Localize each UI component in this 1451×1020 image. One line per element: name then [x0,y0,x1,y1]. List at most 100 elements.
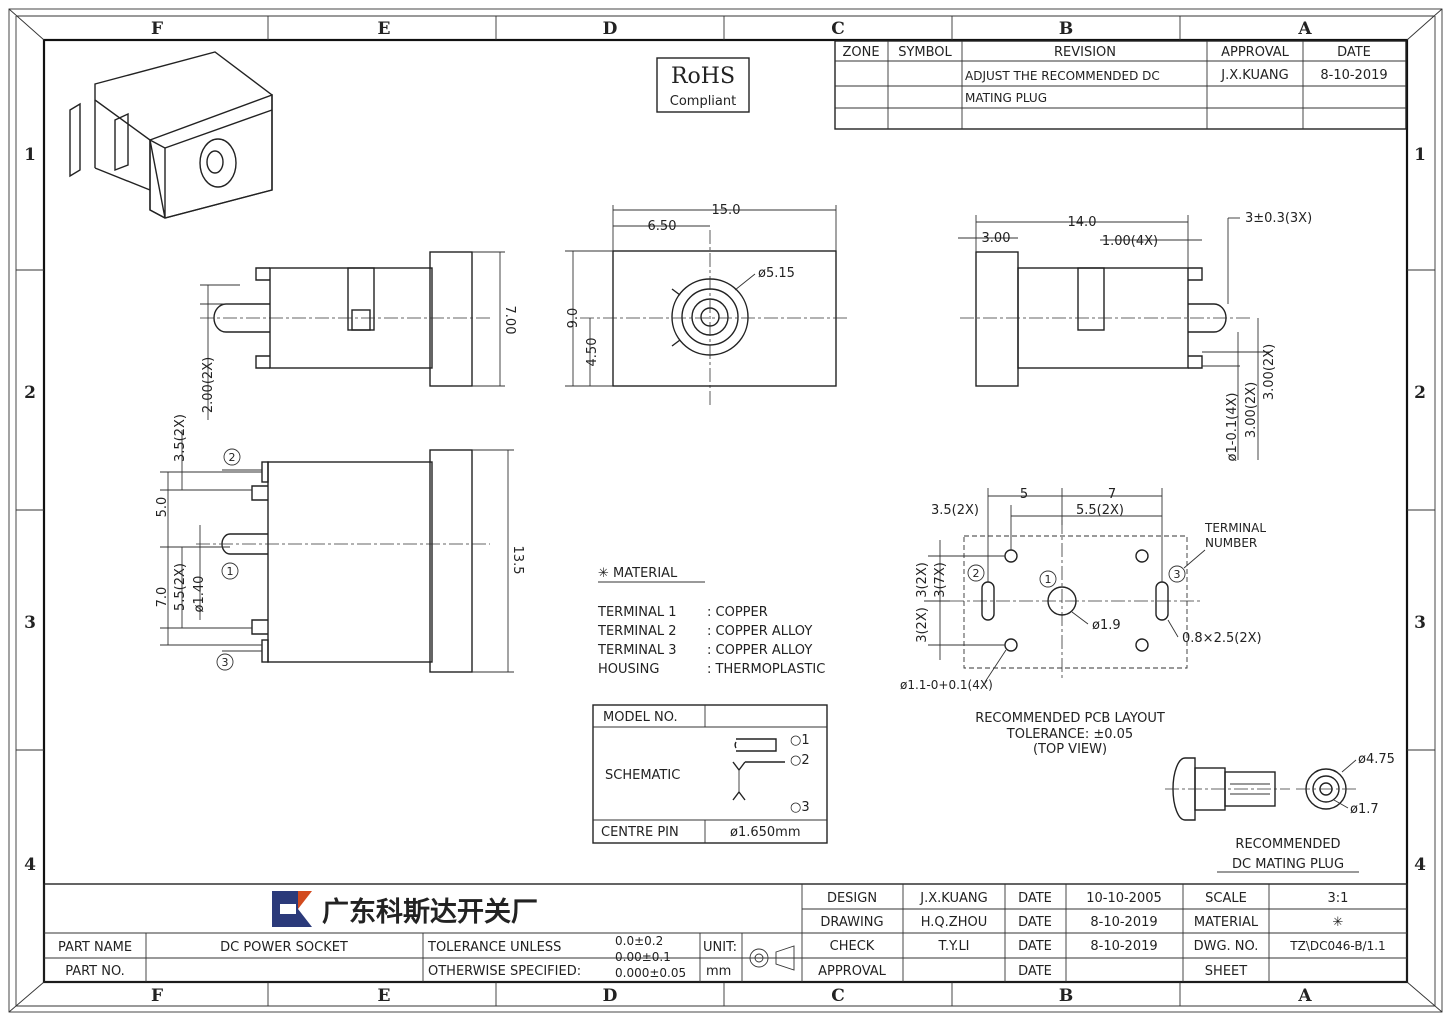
schematic-model-label: MODEL NO. [603,710,678,725]
schematic-label: SCHEMATIC [605,768,680,783]
pin-2-marker [223,448,241,466]
dim-front-515: ø5.15 [758,266,795,281]
zone-row-right: 3 [1414,613,1426,633]
pin-1-marker [221,562,239,580]
side-view-top: 7.00 2.00(2X) [200,251,517,420]
zone-col-top: D [603,19,618,39]
schematic-symbol-3 [732,790,746,801]
pcb-pin-3-marker [1168,565,1186,583]
zone-row-left: 2 [24,383,36,403]
zone-labels: F E D C B A F E D C B A 1 2 3 4 1 2 3 4 [24,19,1426,1006]
mating-plug: ø4.75 ø1.7 RECOMMENDED DC MATING PLUG [1165,752,1395,873]
unit-value: mm [706,964,731,979]
material-value: : THERMOPLASTIC [707,662,825,677]
material-part: TERMINAL 1 [597,605,677,620]
check-name: T.Y.LI [937,939,969,954]
pin-3-label: 3 [222,656,229,669]
part-name-label: PART NAME [58,940,132,955]
dim-pcb-19: ø1.9 [1092,618,1121,633]
schematic-pin3: ○3 [790,800,810,815]
material-part: HOUSING [598,662,659,677]
rev-header-date: DATE [1337,45,1371,60]
pcb-center-hole [1047,586,1077,616]
bottom-view: 13.5 3.5(2X) 5.0 7.0 5.5(2X) ø1.40 2 1 3 [155,414,525,673]
dim-bot-140: ø1.40 [192,576,207,613]
pin-3-marker [216,653,234,671]
tolerance-label-1: TOLERANCE UNLESS [427,940,561,955]
rev-row1-approval: J.X.KUANG [1220,68,1288,83]
dim-bot-50: 5.0 [155,497,170,518]
rev-row1-date: 8-10-2019 [1320,68,1387,83]
front-view: 15.0 6.50 9.0 4.50 ø5.15 [565,203,850,405]
check-label: CHECK [830,939,875,954]
terminal-number-label-1: TERMINAL [1204,521,1266,535]
dim-right-100: 1.00(4X) [1102,234,1158,249]
zone-col-bottom: B [1059,986,1073,1006]
material-part: TERMINAL 2 [597,624,677,639]
pin-2-label: 2 [229,451,236,464]
zone-col-top: F [151,19,163,39]
drawing-date: 8-10-2019 [1090,915,1157,930]
dim-bot-70: 7.0 [155,587,170,608]
dim-pcb-55: 5.5(2X) [1076,503,1124,518]
material-value: : COPPER ALLOY [707,624,812,639]
dim-right-300c: 3.00(2X) [1244,382,1259,438]
rev-row2-revision: MATING PLUG [965,91,1047,105]
pcb-pin-1-label: 1 [1045,573,1052,586]
dim-pcb-35: 3.5(2X) [931,503,979,518]
part-no-label: PART NO. [65,964,125,979]
dim-pcb-7: 7 [1108,487,1116,502]
zone-col-bottom: C [831,986,845,1006]
tolerance-1: 0.0±0.2 [615,934,663,948]
dim-plug-475: ø4.75 [1358,752,1395,767]
plug-caption-2: DC MATING PLUG [1232,857,1344,872]
zone-row-right: 1 [1414,145,1426,165]
design-name: J.X.KUANG [919,891,987,906]
centre-pin-value: ø1.650mm [730,825,801,840]
tolerance-3: 0.000±0.05 [615,966,686,980]
rev-header-symbol: SYMBOL [898,45,952,60]
pcb-caption-1: RECOMMENDED PCB LAYOUT [975,711,1165,726]
dim-front-150: 15.0 [712,203,741,218]
company-logo [272,891,312,927]
rohs-title: RoHS [671,64,735,89]
dim-bot-135: 13.5 [510,546,525,575]
pcb-caption-2: TOLERANCE: ±0.05 [1006,727,1133,742]
dim-pcb-5: 5 [1020,487,1028,502]
material-part: TERMINAL 3 [597,643,677,658]
dim-pcb-hole: ø1.1-0+0.1(4X) [900,678,993,692]
scale-label: SCALE [1205,891,1247,906]
dim-right-300b: 3.00(2X) [1262,344,1277,400]
terminal-number-label-2: NUMBER [1205,536,1257,550]
zone-col-top: B [1059,19,1073,39]
material-value: ✳ [1333,915,1344,930]
pcb-pin-2-marker [967,564,985,582]
plug-caption-1: RECOMMENDED [1235,837,1340,852]
zone-row-right: 2 [1414,383,1426,403]
sheet-frame [8,8,1443,1013]
material-value: : COPPER [707,605,768,620]
dwg-no-label: DWG. NO. [1194,939,1259,954]
zone-col-top: A [1297,19,1312,39]
pin-1-label: 1 [227,565,234,578]
drawing-date-label: DATE [1018,915,1052,930]
rohs-stamp: RoHS Compliant [656,57,750,113]
rev-row1-revision: ADJUST THE RECOMMENDED DC [965,69,1160,83]
schematic-symbol-1 [734,738,777,752]
dim-pcb-slot: 0.8×2.5(2X) [1182,631,1262,646]
pcb-pin-1-marker [1039,570,1057,588]
rev-header-approval: APPROVAL [1221,45,1290,60]
design-date: 10-10-2005 [1086,891,1162,906]
dim-side-700: 7.00 [502,306,517,335]
dwg-no-value: TZ\DC046-B/1.1 [1289,939,1385,953]
pcb-layout: 5 7 5.5(2X) 3.5(2X) 3(7X) 3(2X) 3(2X) ø1… [900,487,1266,757]
isometric-view [69,51,273,219]
schematic-symbol-2 [732,761,785,772]
sheet-label: SHEET [1205,964,1247,979]
material-label: MATERIAL [1194,915,1259,930]
dim-pcb-3c: 3(7X) [933,562,948,598]
centre-pin-label: CENTRE PIN [601,825,679,840]
rohs-subtitle: Compliant [670,94,736,109]
approval-date-label: DATE [1018,964,1052,979]
zone-row-left: 3 [24,613,36,633]
